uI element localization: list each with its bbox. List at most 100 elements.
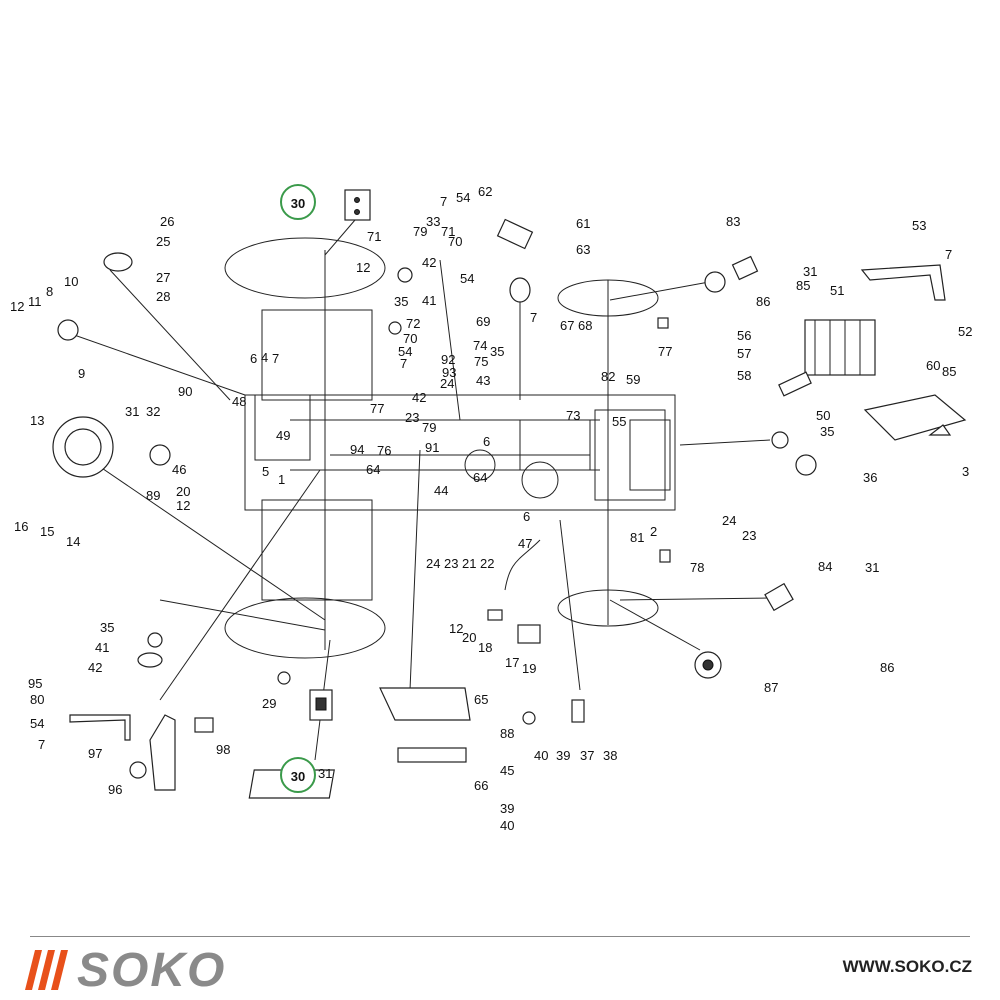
part-number: 92 [441,352,455,367]
part-number: 53 [912,218,926,233]
part-number: 56 [737,328,751,343]
part-number: 1 [278,472,285,487]
part-number: 31 [318,766,332,781]
part-number: 7 [440,194,447,209]
chassis-frame [224,237,676,659]
part-number: 70 [448,234,462,249]
part-number: 66 [474,778,488,793]
part-number: 60 [926,358,940,373]
website-link[interactable]: WWW.SOKO.CZ [842,957,972,976]
part-number: 48 [232,394,246,409]
part-number: 49 [276,428,290,443]
part-number: 2 [650,524,657,539]
part-number: 79 [413,224,427,239]
part-number: 59 [626,372,640,387]
part-number: 71 [441,224,455,239]
part-number: 17 [505,655,519,670]
part-number: 83 [726,214,740,229]
part-number: 25 [156,234,170,249]
part-number: 86 [880,660,894,675]
part-number: 51 [830,283,844,298]
part-number: 19 [522,661,536,676]
part-number: 46 [172,462,186,477]
part-number: 93 [442,365,456,380]
part-number: 6 [250,351,257,366]
part-number: 24 [722,513,736,528]
part-number: 64 [366,462,380,477]
part-number: 23 [444,556,458,571]
part-number: 35 [490,344,504,359]
part-number: 44 [434,483,448,498]
part-number: 86 [756,294,770,309]
part-number: 38 [603,748,617,763]
part-number: 50 [816,408,830,423]
part-number: 47 [518,536,532,551]
part-number: 82 [601,369,615,384]
part-number: 64 [473,470,487,485]
part-number: 7 [38,737,45,752]
part-number: 35 [394,294,408,309]
part-number: 63 [576,242,590,257]
soko-logo[interactable]: SOKO [25,944,226,997]
part-number: 12 [356,260,370,275]
part-number: 9 [78,366,85,381]
part-number: 7 [945,247,952,262]
part-number: 12 [176,498,190,513]
part-number: 97 [88,746,102,761]
part-number: 40 [534,748,548,763]
part-number: 5 [262,464,269,479]
part-number: 37 [580,748,594,763]
part-number: 81 [630,530,644,545]
part-number: 42 [422,255,436,270]
part-number: 54 [30,716,44,731]
part-number: 15 [40,524,54,539]
part-number: 54 [398,344,412,359]
part-number: 57 [737,346,751,361]
part-number: 80 [30,692,44,707]
part-number: 31 [803,264,817,279]
part-number: 42 [88,660,102,675]
part-number: 95 [28,676,42,691]
part-number: 31 [865,560,879,575]
part-number-labels: 1 2 3 4 5 6 6 6 7 7 7 7 7 7 8 9 10 11 12… [10,184,972,833]
part-number: 87 [764,680,778,695]
part-number: 43 [476,373,490,388]
part-number: 65 [474,692,488,707]
part-number: 12 [10,299,24,314]
part-number: 31 [125,404,139,419]
part-number: 42 [412,390,426,405]
callout-30-bottom: 30 [280,757,316,793]
part-number: 72 [406,316,420,331]
part-number: 54 [456,190,470,205]
part-number: 13 [30,413,44,428]
part-number: 35 [820,424,834,439]
part-number: 11 [28,294,42,309]
part-number: 68 [578,318,592,333]
part-number: 84 [818,559,832,574]
part-number: 29 [262,696,276,711]
part-number: 52 [958,324,972,339]
part-number: 58 [737,368,751,383]
part-number: 16 [14,519,28,534]
part-number: 14 [66,534,80,549]
part-number: 85 [796,278,810,293]
part-number: 40 [500,818,514,833]
part-number: 24 [426,556,440,571]
part-number: 4 [261,350,268,365]
part-number: 55 [612,414,626,429]
part-number: 75 [474,354,488,369]
part-number: 20 [176,484,190,499]
part-number: 89 [146,488,160,503]
part-number: 8 [46,284,53,299]
parts [52,189,967,799]
part-number: 71 [367,229,381,244]
part-number: 21 [462,556,476,571]
part-number: 39 [500,801,514,816]
part-number: 45 [500,763,514,778]
part-number: 62 [478,184,492,199]
part-number: 96 [108,782,122,797]
part-number: 12 [449,621,463,636]
callout-30-top: 30 [280,184,316,220]
part-number: 69 [476,314,490,329]
part-number: 41 [95,640,109,655]
